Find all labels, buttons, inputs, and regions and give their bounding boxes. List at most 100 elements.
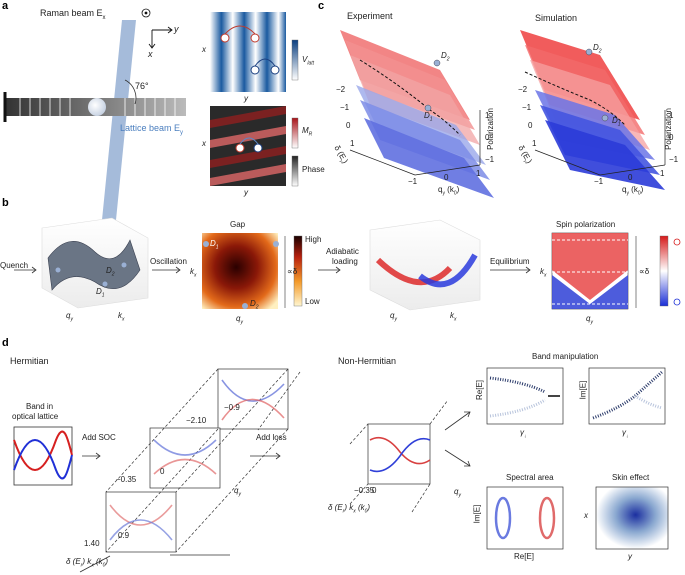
exp-delta-tick-1: −1 <box>340 103 350 112</box>
adiabatic-box <box>369 219 481 311</box>
experiment-title: Experiment <box>347 11 393 21</box>
d-arrows <box>79 411 471 573</box>
simulation-axes <box>534 110 666 176</box>
spin-kx: kx <box>540 267 547 279</box>
sim-delta-tick-3: 1 <box>532 139 537 148</box>
soc-qy: qy <box>234 486 241 498</box>
panel-label-b: b <box>2 197 9 209</box>
exp-q-tick-1: 0 <box>444 173 449 182</box>
panel-label-a: a <box>2 0 9 12</box>
quench-label: Quench <box>0 261 29 270</box>
skin-effect-plot <box>595 486 669 550</box>
exp-d1-label: D1 <box>424 111 433 123</box>
nh-qy: qy <box>454 487 461 499</box>
lattice-beam-label: Lattice beam Ey <box>120 123 184 136</box>
im-e-ylabel: Im[E] <box>578 380 588 400</box>
soc-bands <box>109 379 285 541</box>
oscillation-label: Oscillation <box>150 257 187 266</box>
exp-d2-label: D2 <box>441 51 450 63</box>
soc-val-09b: 0.9 <box>118 531 130 540</box>
nh-val-0: 0 <box>372 486 377 495</box>
add-soc-label: Add SOC <box>82 433 116 442</box>
phase-cbar <box>291 155 299 187</box>
quench-kx: kx <box>118 311 125 323</box>
soc-axis-label: δ (Er) kx (k0) <box>66 557 109 569</box>
lattice-potential-map <box>210 12 286 92</box>
re-e-gamma: γ↓ <box>520 428 527 440</box>
skin-xlabel: x <box>584 511 588 520</box>
spin-qy: qy <box>586 314 593 326</box>
map2-cbar1-label: MR <box>302 126 313 138</box>
band-box <box>13 426 73 486</box>
non-hermitian-label: Non-Hermitian <box>338 356 397 366</box>
raman-cbar <box>291 117 299 149</box>
axis-x-label: x <box>148 49 153 59</box>
simulation-stack <box>520 30 665 190</box>
gap-delta: ∝δ <box>287 267 298 276</box>
gap-d2: D2 <box>250 299 259 311</box>
exp-delta-tick-2: 0 <box>346 121 351 130</box>
non-hermitian-box <box>367 423 431 485</box>
equilibrium-label: Equilibrium <box>490 257 530 266</box>
sim-d2-label: D2 <box>593 43 602 55</box>
spin-title: Spin polarization <box>556 220 616 229</box>
sim-delta-tick-2: 0 <box>528 121 533 130</box>
sim-pol-tick-1: 0 <box>669 133 674 142</box>
soc-val-09a: −0.9 <box>224 403 240 412</box>
quench-box <box>41 217 149 309</box>
axis-y-label: y <box>174 24 179 34</box>
panel-b <box>14 217 681 311</box>
panel-label-d: d <box>2 337 9 349</box>
gap-title: Gap <box>230 220 246 229</box>
nh-dashed <box>349 399 449 513</box>
hermitian-label: Hermitian <box>10 356 49 366</box>
exp-xlabel: qy (k0) <box>438 185 460 197</box>
soc-val-210: −2.10 <box>186 416 207 425</box>
map2-cbar2-label: Phase <box>302 165 325 174</box>
experiment-stack <box>340 30 494 198</box>
adiabatic-label-2: loading <box>332 257 358 266</box>
sim-d1-label: D1 <box>612 116 621 128</box>
sim-pol-tick-0: 1 <box>669 111 674 120</box>
map1-xlabel: y <box>244 94 248 103</box>
gap-d1: D1 <box>210 239 219 251</box>
axes-indicator <box>148 26 173 49</box>
sim-xlabel: qy (k0) <box>622 185 644 197</box>
spin-cbar <box>659 235 669 307</box>
panel-label-c: c <box>318 0 325 12</box>
band-label-2: optical lattice <box>12 412 59 421</box>
map2-xlabel: y <box>244 188 248 197</box>
nh-val-035: −0.35 <box>354 486 375 495</box>
spectral-area-plot <box>486 486 564 550</box>
adiabatic-qy: qy <box>390 311 397 323</box>
nh-axis-label: δ (Er) kx (k0) <box>328 503 371 515</box>
exp-delta-tick-3: 1 <box>350 139 355 148</box>
out-of-plane-icon <box>141 8 151 18</box>
simulation-title: Simulation <box>535 13 578 23</box>
im-e-gamma: γ↓ <box>622 428 629 440</box>
add-loss-label: Add loss <box>256 433 287 442</box>
band-surface <box>47 239 141 291</box>
raman-beam-label: Raman beam Ex <box>40 8 106 21</box>
lattice-beam-stripes <box>19 98 176 116</box>
soc-val-0: 0 <box>160 467 165 476</box>
spectral-xlabel: Re[E] <box>514 552 535 561</box>
gap-kx: kx <box>190 267 197 279</box>
gap-low: Low <box>305 297 320 306</box>
exp-delta-tick-0: −2 <box>336 85 346 94</box>
sim-delta-tick-0: −2 <box>518 85 528 94</box>
band-manip-label: Band manipulation <box>532 352 599 361</box>
spectral-area-label: Spectral area <box>506 473 554 482</box>
process-arrows-b <box>14 266 531 274</box>
quench-d2: D2 <box>106 266 115 278</box>
re-e-ylabel: Re[E] <box>475 379 485 401</box>
quench-d1: D1 <box>96 287 105 299</box>
gap-cbar <box>293 235 303 307</box>
gap-qy: qy <box>236 314 243 326</box>
exp-pol-tick-0: 1 <box>485 111 490 120</box>
im-e-plot <box>588 367 666 425</box>
angle-arc <box>124 79 137 105</box>
angle-label: 76° <box>135 81 149 91</box>
exp-q-tick-2: 1 <box>476 169 481 178</box>
